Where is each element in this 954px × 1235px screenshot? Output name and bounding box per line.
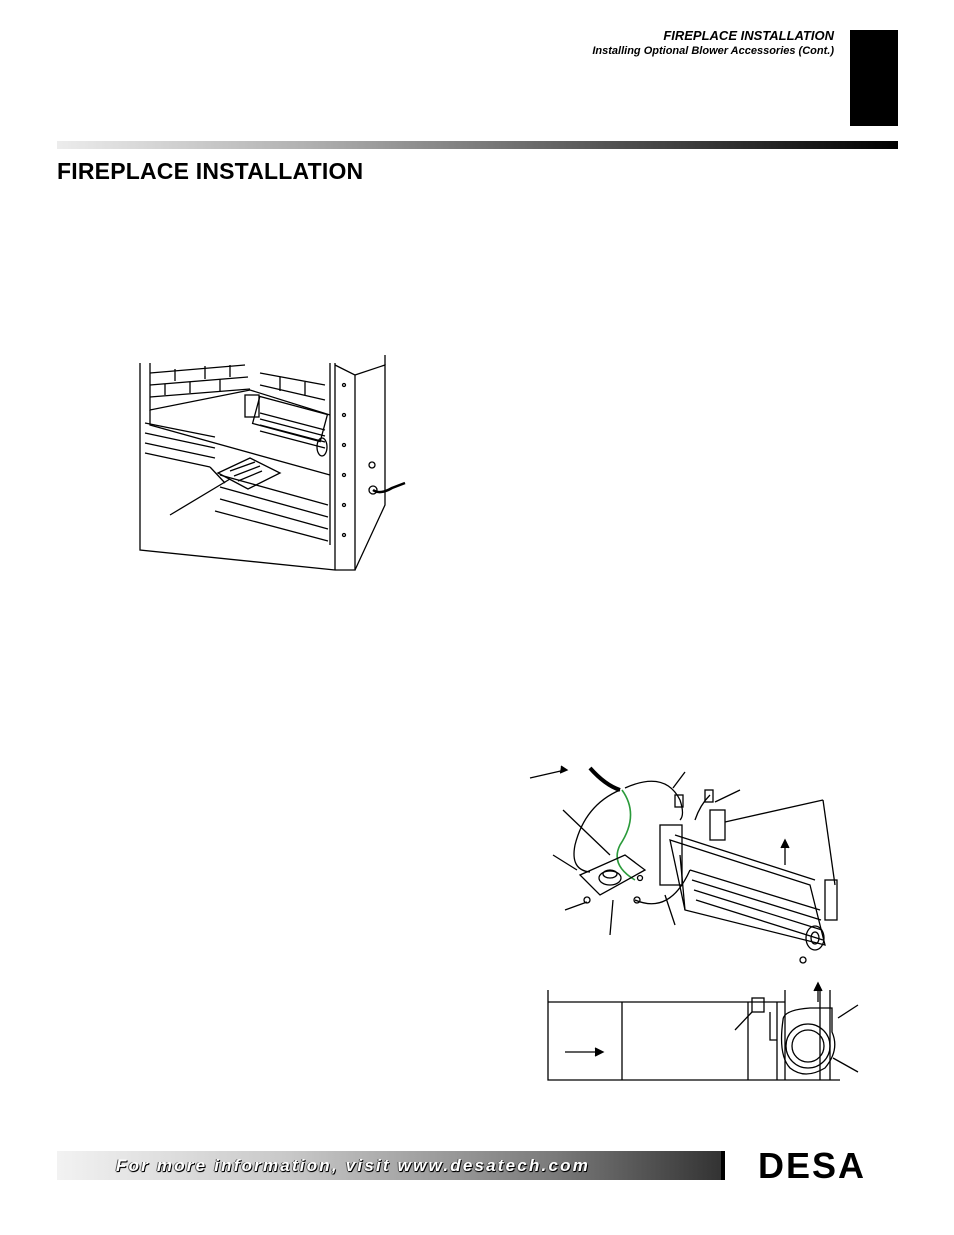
- header-rule: [57, 141, 898, 149]
- section-tab-marker: [850, 30, 898, 126]
- blower-side-view-figure: [547, 981, 859, 1081]
- desa-logo: DESA: [758, 1150, 866, 1182]
- header-subsection-title: Installing Optional Blower Accessories (…: [592, 45, 834, 57]
- footer-divider: [721, 1151, 725, 1180]
- footer-info-text: For more information, visit www.desatech…: [116, 1156, 591, 1175]
- blower-wiring-figure: [529, 765, 838, 964]
- fireplace-cutaway-figure: [139, 355, 406, 571]
- header-section-title: FIREPLACE INSTALLATION: [663, 28, 834, 43]
- page-title: FIREPLACE INSTALLATION: [57, 158, 364, 184]
- desa-logo-text: DESA: [758, 1150, 866, 1182]
- footer-gradient-bar: [57, 1151, 721, 1180]
